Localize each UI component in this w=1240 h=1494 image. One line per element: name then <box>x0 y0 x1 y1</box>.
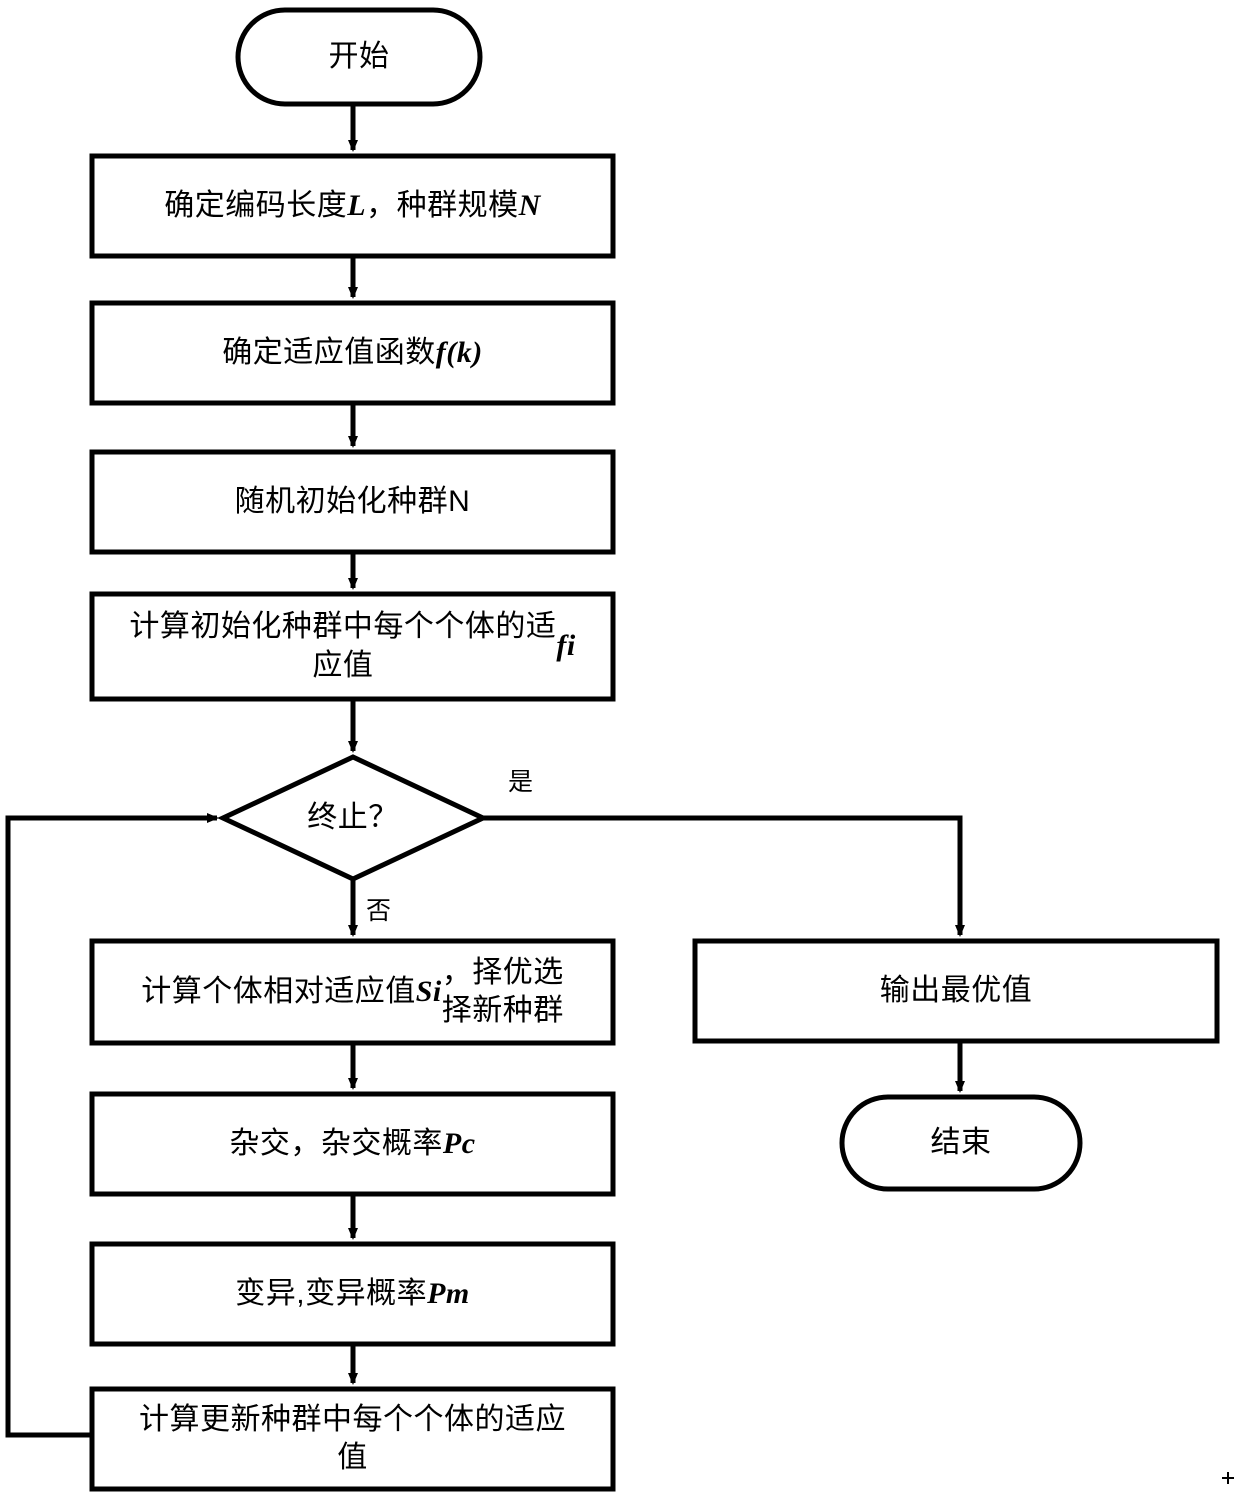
node-decision-shape <box>217 754 489 882</box>
node-start-shape <box>235 7 483 107</box>
edge-step8-feedback-to-decision <box>5 813 219 1438</box>
node-end-shape <box>839 1094 1083 1192</box>
node-output-shape <box>692 938 1220 1044</box>
edge-decision-yes-to-output <box>483 815 965 937</box>
node-step5-shape <box>89 938 616 1046</box>
node-step8-shape <box>89 1386 616 1492</box>
node-step3-shape <box>89 449 616 555</box>
node-step4-shape <box>89 591 616 702</box>
node-step7-shape <box>89 1241 616 1347</box>
node-step1-shape <box>89 153 616 259</box>
node-step6-shape <box>89 1091 616 1197</box>
node-step2-shape <box>89 300 616 406</box>
